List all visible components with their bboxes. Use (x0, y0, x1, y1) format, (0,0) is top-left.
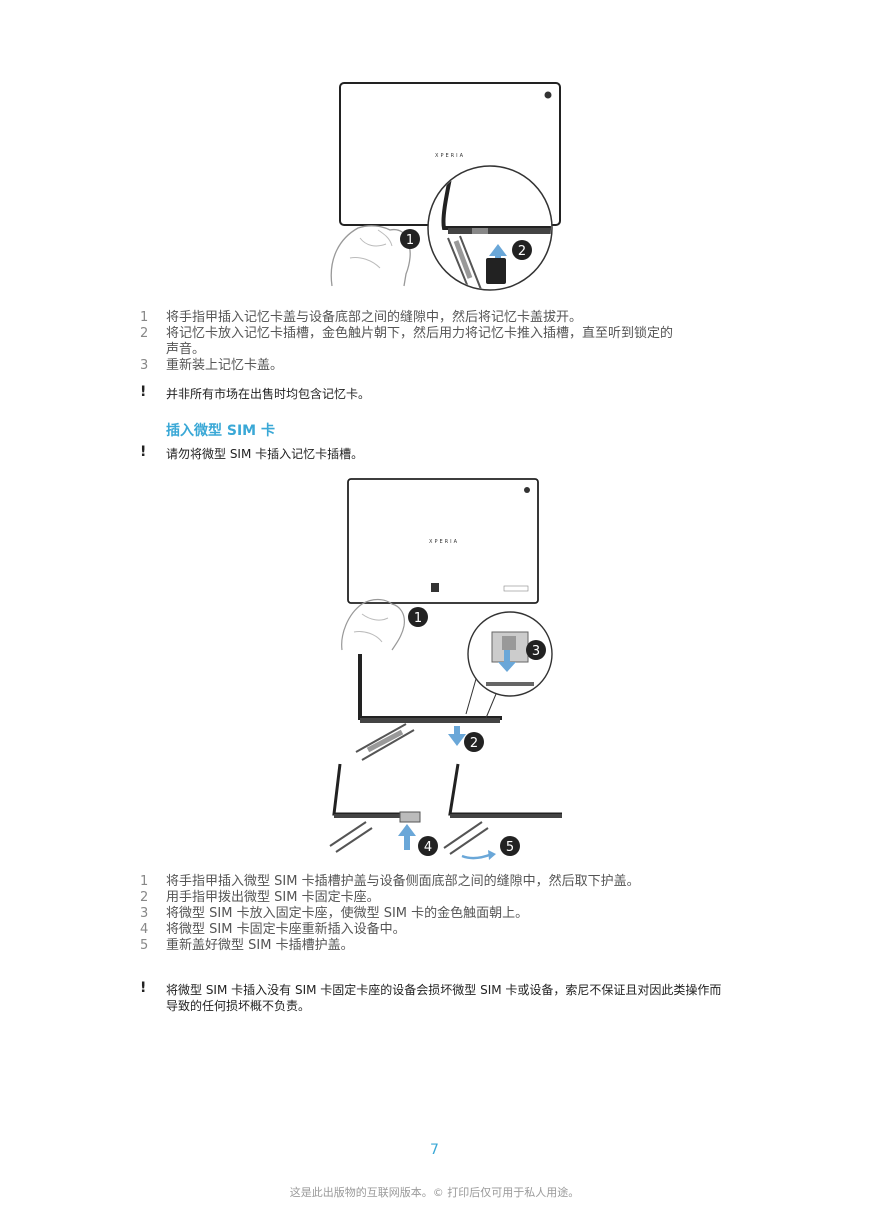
camera-lens (524, 487, 530, 493)
brand-logo: XPERIA (429, 539, 459, 545)
regulatory-marks (503, 585, 529, 592)
camera-lens (544, 91, 552, 99)
memory-card-icon (486, 258, 506, 284)
callout-1: 1 (414, 611, 422, 626)
callout-4: 4 (424, 840, 432, 855)
memory-card-illustration: XPERIA 1 2 (330, 82, 561, 291)
note-sim-warning: ! 请勿将微型 SIM 卡插入记忆卡插槽。 (140, 444, 364, 461)
note-memory-card: ! 并非所有市场在出售时均包含记忆卡。 (140, 384, 371, 401)
note-sim-damage: ! 将微型 SIM 卡插入没有 SIM 卡固定卡座的设备会损坏微型 SIM 卡或… (140, 980, 722, 1013)
callout-1: 1 (406, 233, 414, 248)
exclamation-icon: ! (140, 384, 147, 400)
page-number: 7 (430, 1142, 439, 1158)
section-heading: 插入微型 SIM 卡 (166, 423, 275, 439)
callout-2: 2 (518, 244, 526, 259)
callout-2: 2 (470, 736, 478, 751)
callout-3: 3 (532, 644, 540, 659)
brand-logo: XPERIA (435, 153, 465, 159)
exclamation-icon: ! (140, 444, 147, 460)
insert-arrow-icon (398, 824, 416, 850)
tablet-outline (347, 478, 539, 604)
nfc-icon (431, 583, 439, 592)
callout-5: 5 (506, 840, 514, 855)
page-footer: 这是此出版物的互联网版本。© 打印后仅可用于私人用途。 (289, 1186, 580, 1199)
remove-arrow-icon (448, 726, 466, 746)
exclamation-icon: ! (140, 980, 147, 996)
down-arrow-icon (498, 650, 516, 672)
hand-illustration (341, 598, 405, 651)
close-cover-arrow-icon (461, 852, 493, 860)
sim-card-illustration: XPERIA 1 3 2 4 5 (329, 478, 562, 860)
hand-illustration (330, 225, 411, 287)
